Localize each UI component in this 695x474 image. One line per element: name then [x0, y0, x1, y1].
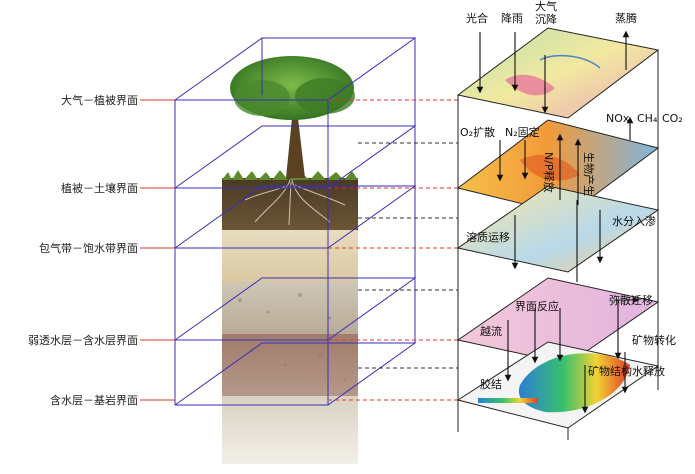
label-o2-diffusion: O₂扩散 [460, 125, 495, 139]
label-mineral-transform: 矿物转化 [632, 333, 676, 347]
interface-label-veg-soil: 植被－土壤界面 [61, 181, 138, 195]
dashed-connectors [358, 142, 458, 369]
label-interface-reaction: 界面反应 [515, 299, 559, 313]
label-bio-production: 生物产生 [582, 152, 596, 196]
label-co2: CO₂ [662, 112, 683, 125]
label-ch4: CH₄ [637, 112, 658, 125]
process-arrows [476, 30, 640, 414]
grass [222, 170, 358, 180]
leader-lines [140, 99, 458, 401]
soil-column [222, 56, 358, 464]
label-mineral-water-release: 矿物结构水释放 [588, 364, 665, 378]
label-evaporation: 蒸腾 [615, 11, 637, 25]
interface-labels: 大气－植被界面 植被－土壤界面 包气带－饱水带界面 弱透水层－含水层界面 含水层… [28, 93, 138, 407]
tree-trunk [286, 118, 305, 178]
map-layer-3 [456, 185, 660, 273]
label-photosynthesis: 光合 [466, 11, 488, 25]
heatmap-blob [518, 353, 630, 413]
soil-speckles [238, 293, 347, 382]
label-precipitation: 降雨 [501, 11, 523, 25]
label-overflow: 越流 [480, 324, 502, 338]
bedrock-layer [222, 396, 358, 464]
interface-label-atm-veg: 大气－植被界面 [61, 93, 138, 107]
label-np-release: N/P释放 [542, 152, 556, 193]
process-labels: 光合 降雨 大气 沉降 蒸腾 O₂扩散 N₂固定 NOx CH₄ CO₂ N/P… [460, 0, 683, 391]
label-water-infiltration: 水分入渗 [612, 214, 656, 228]
color-legend-bar [478, 398, 538, 403]
label-nox: NOx [606, 112, 630, 125]
label-atm-deposition-1: 大气 [535, 0, 557, 13]
label-atm-deposition-2: 沉降 [535, 12, 557, 26]
clay-layer [222, 334, 358, 396]
label-solute-transport: 溶质运移 [466, 230, 510, 244]
interface-label-aquifer-bedrock: 含水层－基岩界面 [50, 393, 138, 407]
gravel-layer [222, 282, 358, 334]
label-dispersion: 弥散迁移 [609, 293, 653, 307]
label-n2-fixation: N₂固定 [505, 125, 540, 139]
interface-label-vadose-saturated: 包气带－饱水带界面 [39, 241, 138, 255]
map-layer-1 [456, 27, 660, 119]
interface-label-aquitard-aquifer: 弱透水层－含水层界面 [28, 333, 138, 347]
sand-layer [222, 230, 358, 282]
wireframe-box [173, 37, 417, 406]
label-cementation: 胶结 [480, 377, 502, 391]
